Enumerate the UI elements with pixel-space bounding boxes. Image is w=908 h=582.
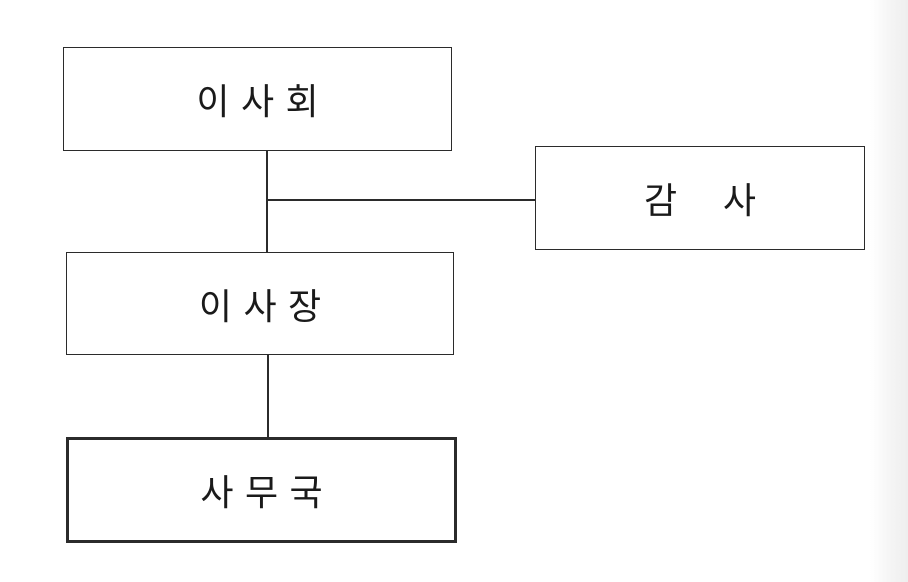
auditor-label: 감 사 <box>643 181 756 222</box>
board-of-directors-box: 이 사 회 <box>63 47 452 151</box>
connector-board-to-chairman <box>266 151 268 252</box>
auditor-box: 감 사 <box>535 146 865 250</box>
chairman-label: 이 사 장 <box>198 286 322 328</box>
connector-to-auditor <box>266 199 535 201</box>
secretariat-label: 사 무 국 <box>200 473 323 514</box>
connector-chairman-to-secretariat <box>267 355 269 437</box>
secretariat-box: 사 무 국 <box>66 437 457 543</box>
chairman-box: 이 사 장 <box>66 252 454 355</box>
page-edge-shadow <box>870 0 908 582</box>
board-of-directors-label: 이 사 회 <box>196 82 319 123</box>
